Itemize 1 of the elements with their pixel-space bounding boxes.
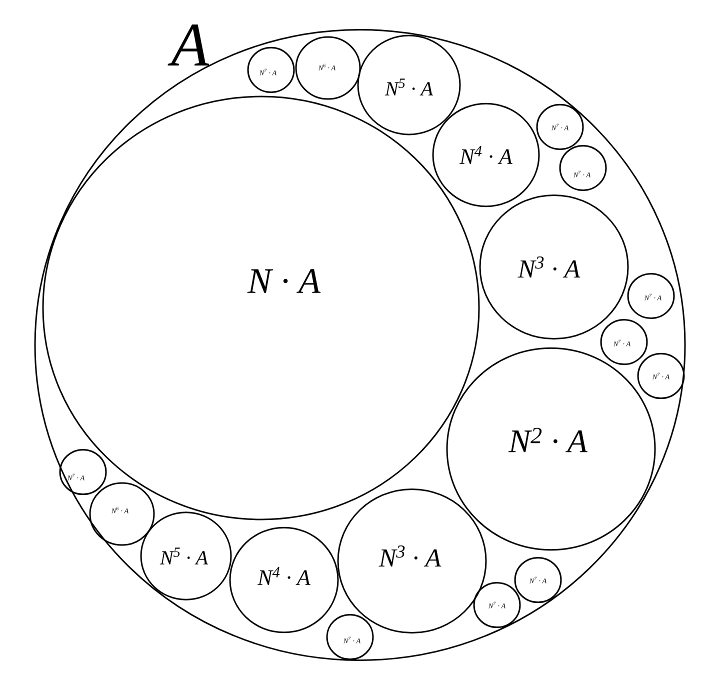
circle-label: A — [168, 24, 210, 66]
